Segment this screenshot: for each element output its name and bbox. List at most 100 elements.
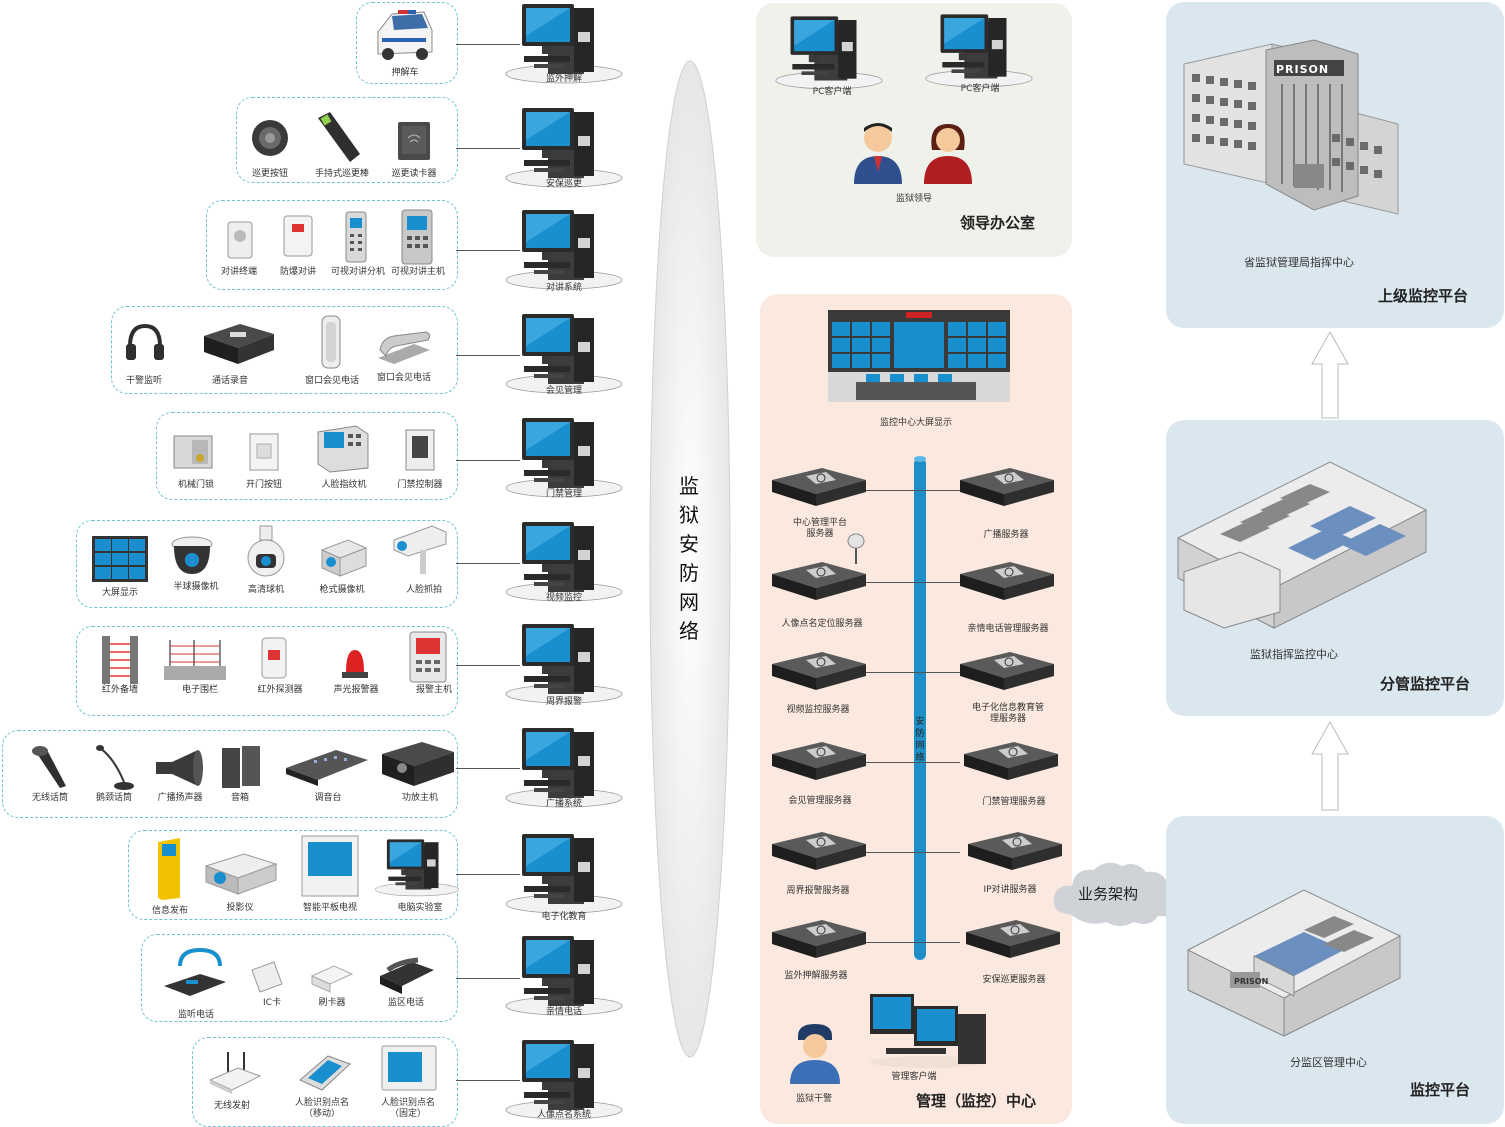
backbone-label: 安防网络 — [915, 717, 925, 763]
connector-line — [456, 460, 520, 461]
kiosk-icon — [158, 838, 180, 900]
server-icon — [965, 919, 1061, 959]
card-swiper-icon — [310, 965, 354, 993]
terminal-label: 电子化教育 — [541, 912, 587, 922]
monitor-terminal-icon — [505, 107, 623, 188]
monitor-terminal-icon — [505, 521, 623, 602]
patrol-stick-icon — [318, 112, 360, 162]
video-wall-icon — [92, 536, 148, 582]
prison-command-label: 监狱指挥监控中心 — [1250, 648, 1338, 661]
server-icon — [771, 741, 867, 781]
monitor-terminal-icon — [505, 935, 623, 1016]
device-label: 开门按钮 — [245, 480, 283, 490]
device-label: 广播扬声器 — [157, 793, 203, 803]
up-arrow-icon — [1311, 720, 1349, 811]
server-icon — [959, 561, 1055, 601]
server-icon — [771, 831, 867, 871]
connector-line — [456, 250, 520, 251]
recorder-icon — [204, 324, 274, 364]
device-label: 窗口会见电话 — [376, 373, 432, 383]
pc-client-label: PC客户端 — [812, 87, 852, 97]
sub-district-compound-icon — [1187, 889, 1401, 1037]
microphone-icon — [32, 746, 66, 788]
network-ellipse — [649, 60, 731, 1058]
management-client-label: 管理客户端 — [891, 1072, 937, 1082]
device-label: 投影仪 — [226, 903, 254, 913]
device-label: 巡更读卡器 — [391, 169, 437, 179]
police-van-icon — [377, 10, 433, 60]
network-label: 监狱安防网络 — [679, 474, 699, 643]
device-label: 可视对讲分机 — [330, 267, 386, 277]
server-icon — [959, 651, 1055, 691]
terminal-label: 对讲系统 — [545, 283, 583, 293]
device-label: 人脸抓拍 — [405, 585, 443, 595]
terminal-label: 周界报警 — [545, 697, 583, 707]
device-label: 音箱 — [230, 793, 250, 803]
connector-line — [456, 768, 520, 769]
smart-tv-icon — [301, 835, 359, 897]
device-label: 防爆对讲 — [279, 267, 317, 277]
headset-icon — [126, 323, 164, 360]
server-label: 视频监控服务器 — [786, 705, 850, 715]
device-label: 手持式巡更棒 — [314, 169, 370, 179]
control-center-title: 管理（监控）中心 — [916, 1092, 1037, 1110]
terminal-label: 会见管理 — [545, 386, 583, 396]
server-label: 亲情电话管理服务器 — [967, 624, 1049, 634]
connector-line — [456, 665, 520, 666]
phone-icon — [380, 957, 434, 994]
alarm-light-icon — [342, 650, 368, 678]
server-icon — [771, 651, 867, 691]
terminal-label: 安保巡更 — [545, 179, 583, 189]
video-wall-label: 监控中心大屏显示 — [879, 418, 953, 428]
door-lock-icon — [173, 435, 213, 469]
server-icon — [963, 741, 1059, 781]
device-label: 刷卡器 — [318, 998, 346, 1008]
device-label: 监区电话 — [387, 998, 425, 1008]
business-architecture-label: 业务架构 — [1078, 885, 1139, 903]
device-label: 机械门锁 — [177, 480, 215, 490]
terminal-label: 门禁管理 — [545, 489, 583, 499]
monitor-terminal-icon — [505, 417, 623, 498]
video-intercom-host-icon — [401, 209, 433, 265]
mixer-icon — [286, 750, 368, 786]
connector-line — [456, 978, 520, 979]
provincial-command-label: 省监狱管理局指挥中心 — [1244, 256, 1354, 269]
computer-icon — [375, 838, 459, 897]
device-label: 红外备墙 — [101, 685, 139, 695]
wall-phone-icon — [321, 315, 341, 369]
terminal-label: 视频监控 — [545, 593, 583, 603]
server-label: 人像点名定位服务器 — [781, 619, 863, 629]
server-link — [866, 672, 960, 673]
server-icon — [771, 561, 867, 601]
device-label: 半球摄像机 — [173, 582, 219, 592]
connector-line — [456, 563, 520, 564]
monitor-terminal-icon — [505, 209, 623, 290]
intercom-terminal-icon — [227, 221, 253, 259]
ptz-camera-icon — [247, 525, 285, 577]
infrared-fence-icon — [102, 636, 138, 684]
device-label: 调音台 — [314, 793, 342, 803]
leadership-office-title: 领导办公室 — [960, 214, 1036, 232]
terminal-label: 广播系统 — [545, 799, 583, 809]
device-label: 干警监听 — [125, 376, 163, 386]
terminal-label: 亲情电话 — [545, 1007, 583, 1017]
device-label: 通话录音 — [211, 376, 249, 386]
server-label: IP对讲服务器 — [983, 885, 1037, 895]
device-label: 信息发布 — [151, 906, 189, 916]
terminal-label: 人像点名系统 — [536, 1110, 592, 1120]
video-intercom-extension-icon — [345, 211, 367, 263]
card-reader-icon — [398, 122, 430, 160]
device-label: 对讲终端 — [220, 267, 258, 277]
projector-icon — [204, 853, 278, 895]
sub-district-label: 分监区管理中心 — [1290, 1056, 1367, 1069]
device-label: 报警主机 — [415, 685, 453, 695]
cloud-icon — [1053, 862, 1179, 926]
face-fingerprint-icon — [317, 425, 369, 473]
exit-button-icon — [249, 433, 279, 471]
server-link — [866, 582, 960, 583]
video-wall-display-icon — [828, 310, 1010, 402]
device-label: 声光报警器 — [333, 685, 379, 695]
server-label: 门禁管理服务器 — [982, 797, 1046, 807]
upper-platform-title: 上级监控平台 — [1378, 287, 1469, 305]
server-icon — [771, 467, 867, 507]
